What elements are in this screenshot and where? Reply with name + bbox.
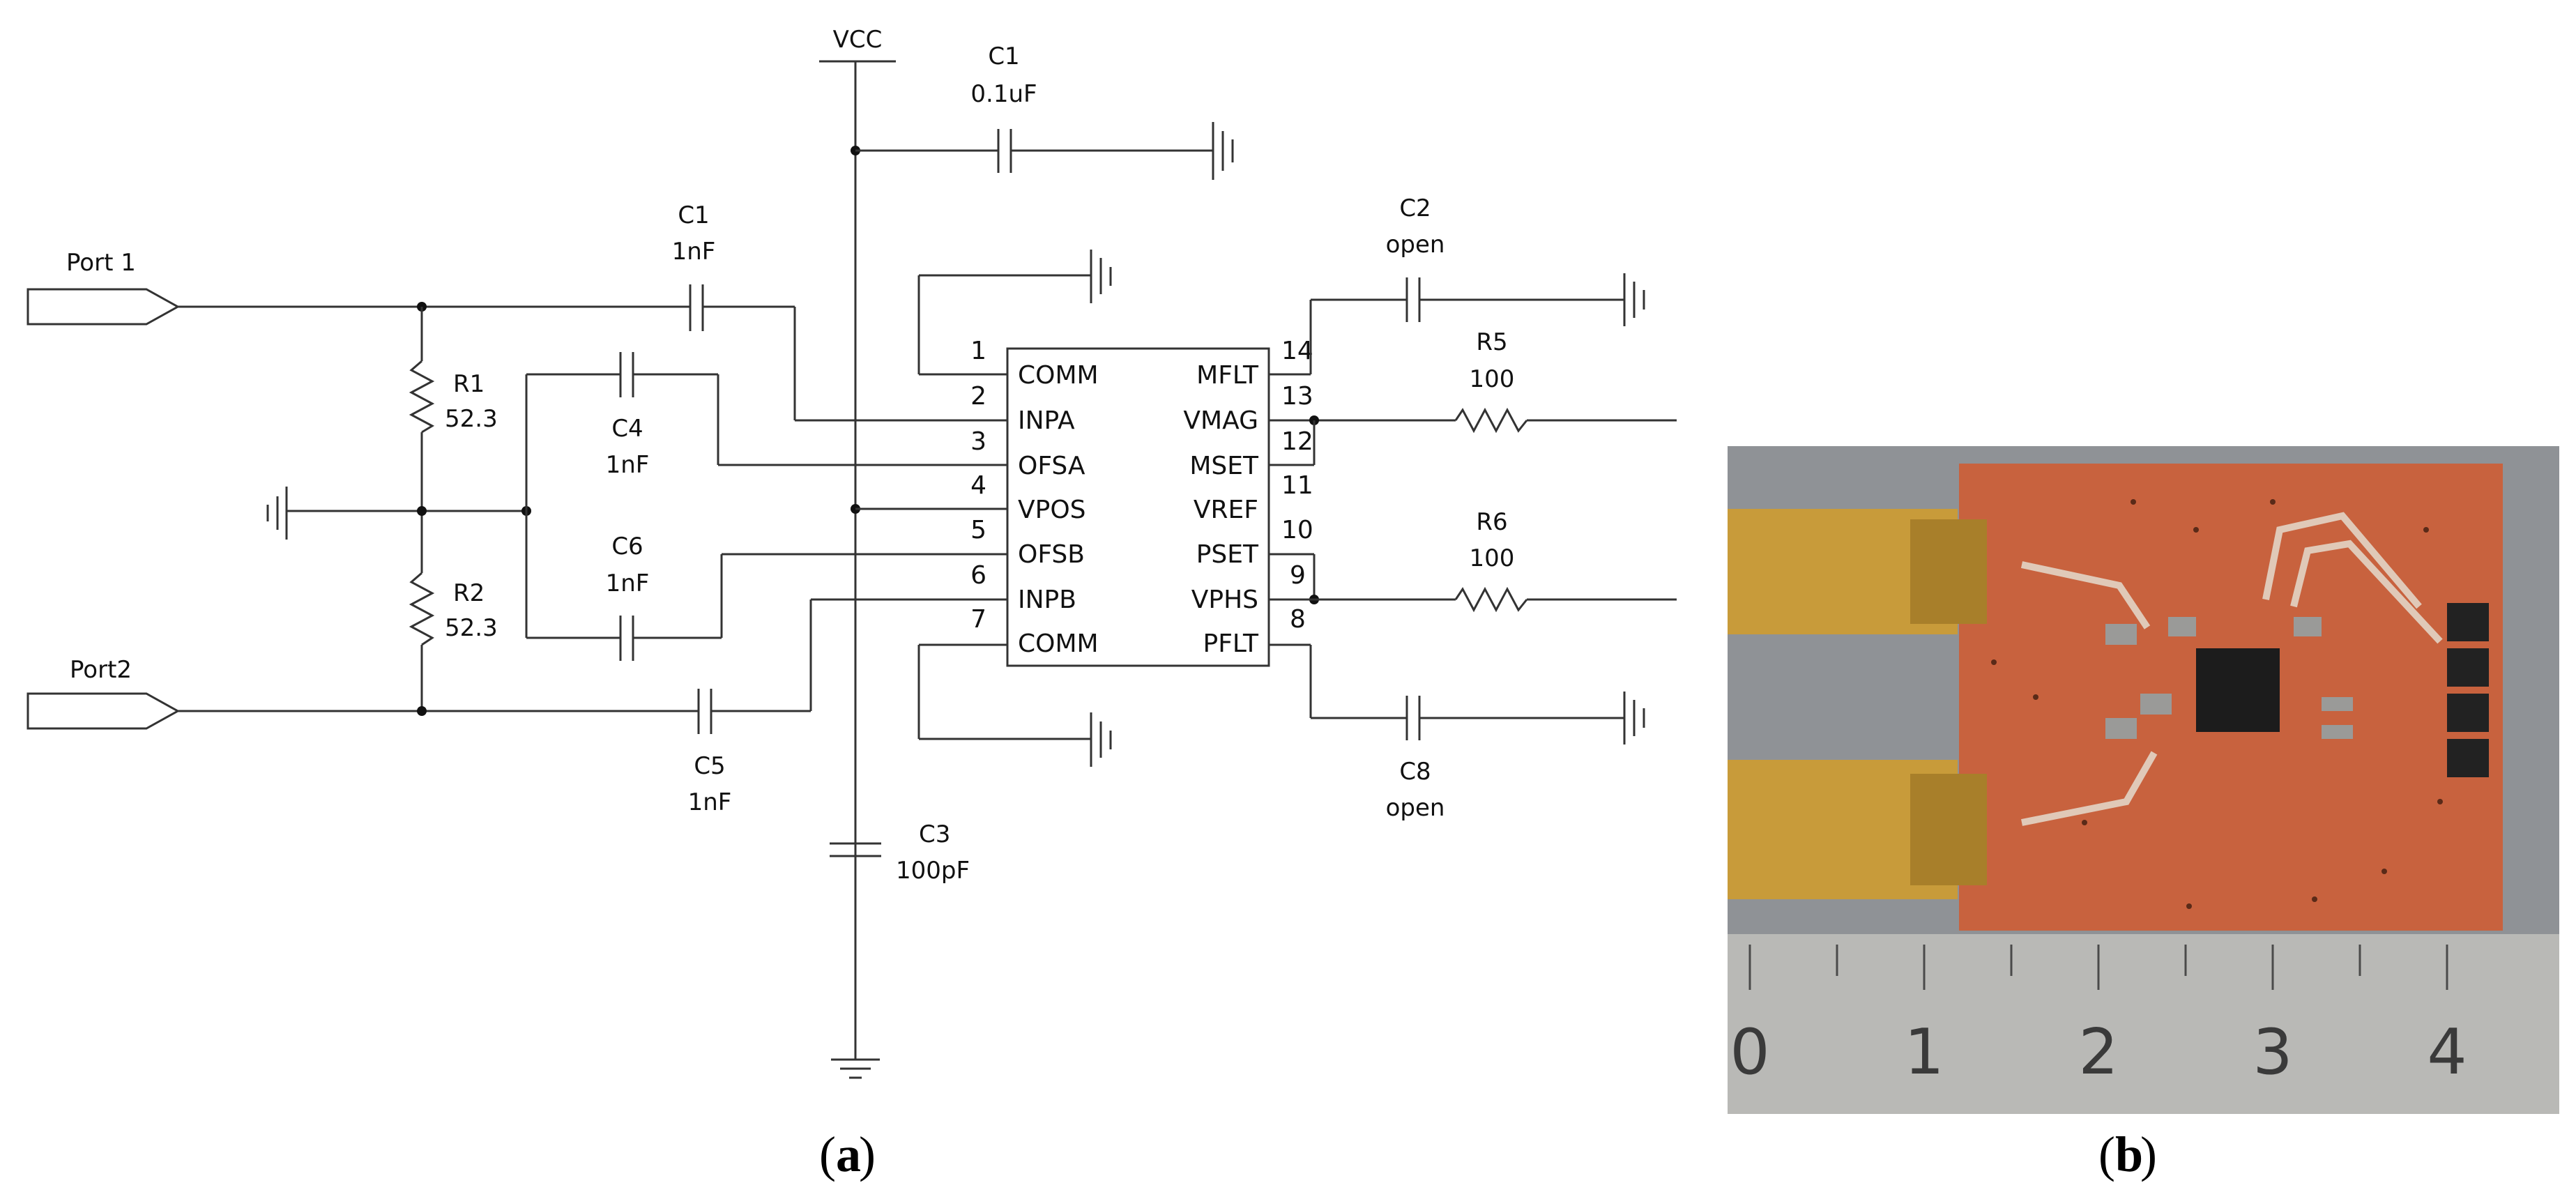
r1-value: 52.3 (445, 405, 498, 433)
ruler-tick-0: 0 (1730, 1016, 1769, 1089)
pin-4-num: 4 (970, 471, 986, 500)
pin-4-name: VPOS (1018, 496, 1086, 524)
r2-name: R2 (453, 579, 485, 607)
c2-name: C2 (1399, 194, 1431, 222)
pin-9-num: 9 (1290, 561, 1306, 590)
c8-value: open (1386, 794, 1445, 822)
pin-2-name: INPA (1018, 406, 1075, 435)
caption-a: ( a ) (819, 1127, 876, 1182)
c6-value: 1nF (606, 570, 650, 597)
c4-name: C4 (611, 415, 643, 443)
r6-value: 100 (1470, 544, 1515, 572)
pin-13-num: 13 (1281, 382, 1313, 411)
ruler-tick-4: 4 (2427, 1016, 2467, 1089)
pin-7-num: 7 (970, 605, 986, 634)
sma-connector-bottom (1728, 760, 1987, 899)
caption-b-close: ) (2140, 1127, 2157, 1182)
pin-14-name: MFLT (1196, 361, 1259, 390)
r5-value: 100 (1470, 365, 1515, 393)
vcc-label: VCC (833, 26, 883, 54)
pin-2-num: 2 (970, 382, 986, 411)
ruler-tick-3: 3 (2253, 1016, 2292, 1089)
r2-value: 52.3 (445, 614, 498, 642)
ruler-tick-1: 1 (1904, 1016, 1944, 1089)
pin-7-name: COMM (1018, 629, 1099, 658)
pin-1-num: 1 (970, 337, 986, 365)
c1-top-value: 0.1uF (970, 80, 1037, 108)
pin-8-num: 8 (1290, 605, 1306, 634)
ic-right-pins: MFLT 14 VMAG 13 MSET 12 VREF 11 PSET 10 … (1183, 337, 1313, 658)
pin-12-num: 12 (1281, 427, 1313, 456)
ic-left-pins: 1 COMM 2 INPA 3 OFSA 4 VPOS 5 OFSB 6 INP… (970, 337, 1099, 658)
pin-8-name: PFLT (1203, 629, 1259, 658)
pin-6-num: 6 (970, 561, 986, 590)
caption-a-open: ( (819, 1127, 836, 1182)
port1-label: Port 1 (66, 249, 136, 277)
r6-name: R6 (1476, 508, 1507, 536)
port1-connector (26, 288, 181, 326)
pin-1-name: COMM (1018, 361, 1099, 390)
pcb-photo: 0 1 2 3 4 (1728, 446, 2559, 1114)
caption-a-close: ) (859, 1127, 876, 1182)
c1-in-name: C1 (678, 201, 709, 229)
c6-name: C6 (611, 533, 643, 560)
caption-b: ( b ) (2098, 1127, 2157, 1182)
ruler (1728, 934, 2559, 1114)
pin-14-num: 14 (1281, 337, 1313, 365)
c3-name: C3 (919, 820, 950, 848)
c2-value: open (1386, 231, 1445, 259)
pin-5-num: 5 (970, 516, 986, 544)
c1-top-name: C1 (988, 43, 1019, 70)
c3-value: 100pF (896, 857, 970, 885)
pin-6-name: INPB (1018, 586, 1076, 614)
sma-connector-top (1728, 509, 1987, 634)
pin-12-name: MSET (1189, 452, 1259, 480)
r5-name: R5 (1476, 328, 1507, 356)
caption-a-letter: a (836, 1127, 861, 1182)
ruler-tick-2: 2 (2078, 1016, 2118, 1089)
pin-11-num: 11 (1281, 471, 1313, 500)
caption-b-letter: b (2115, 1127, 2143, 1182)
pin-5-name: OFSB (1018, 540, 1085, 569)
pin-3-num: 3 (970, 427, 986, 456)
pin-header (2447, 603, 2489, 777)
r1-name: R1 (453, 370, 485, 398)
pin-11-name: VREF (1194, 496, 1258, 524)
c4-value: 1nF (606, 451, 650, 479)
schematic: VCC C1 0.1uF C3 100pF Port 1 C1 1n (26, 26, 1677, 1079)
port2-connector (26, 692, 181, 730)
pin-9-name: VPHS (1191, 586, 1258, 614)
pin-10-num: 10 (1281, 516, 1313, 544)
c5-name: C5 (694, 752, 725, 780)
caption-b-open: ( (2098, 1127, 2115, 1182)
ic-body (1006, 347, 1270, 667)
c8-name: C8 (1399, 758, 1431, 786)
c5-value: 1nF (688, 788, 732, 816)
pcb-ic (2196, 648, 2280, 732)
pin-3-name: OFSA (1018, 452, 1085, 480)
pin-13-name: VMAG (1183, 406, 1258, 435)
port2-label: Port2 (70, 656, 132, 684)
c1-in-value: 1nF (672, 238, 716, 266)
pin-10-name: PSET (1196, 540, 1259, 569)
